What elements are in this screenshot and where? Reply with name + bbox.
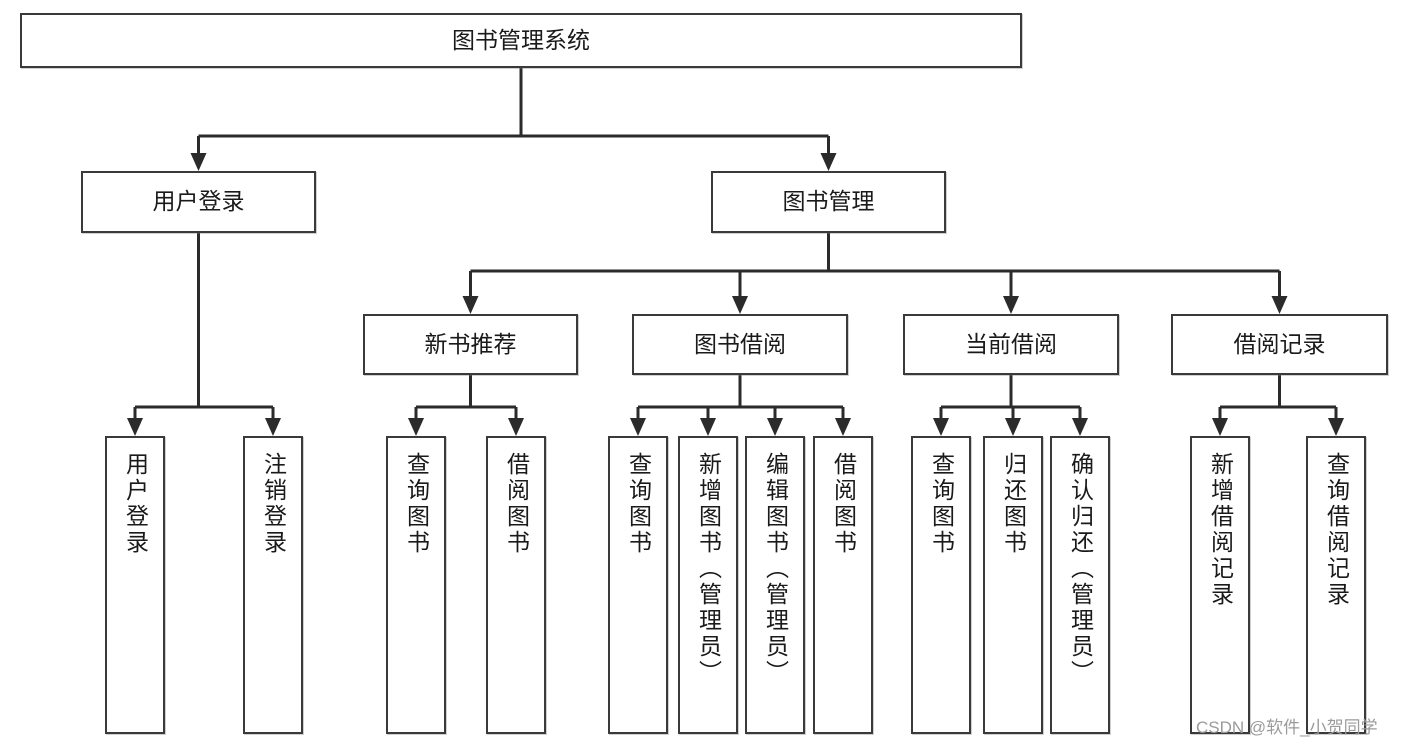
edge-0-arrow-1-head — [820, 153, 837, 171]
node-root[interactable]: 图书管理系统 — [20, 13, 1022, 68]
node-leaf-12[interactable]: 新增借阅记录 — [1190, 436, 1250, 734]
node-label: 注销登录 — [260, 452, 287, 556]
csdn-watermark: CSDN @软件_小贺同学 — [1196, 718, 1378, 737]
node-label: 用户登录 — [152, 188, 245, 215]
edge-4-arrow-0-head — [630, 418, 646, 436]
node-label: 新增图书（管理员） — [695, 452, 722, 686]
edge-2-arrow-1-head — [265, 418, 281, 436]
node-leaf-1[interactable]: 用户登录 — [105, 436, 165, 734]
node-leaf-7[interactable]: 编辑图书（管理员） — [745, 436, 805, 734]
edge-4-arrow-2-head — [767, 418, 783, 436]
edge-1-arrow-2-head — [1003, 296, 1019, 314]
node-label: 编辑图书（管理员） — [762, 452, 789, 686]
node-label: 借阅记录 — [1233, 330, 1326, 357]
edge-1-arrow-1-head — [732, 296, 748, 314]
node-records[interactable]: 借阅记录 — [1171, 314, 1388, 375]
node-label: 当前借阅 — [965, 330, 1057, 357]
node-borrow[interactable]: 图书借阅 — [632, 314, 848, 375]
edge-1-arrow-0-head — [462, 296, 479, 314]
node-bookmgmt[interactable]: 图书管理 — [711, 171, 946, 233]
node-leaf-3[interactable]: 查询图书 — [386, 436, 446, 734]
edge-5-arrow-1-head — [1005, 418, 1021, 436]
node-leaf-9[interactable]: 查询图书 — [911, 436, 971, 734]
node-label: 查询借阅记录 — [1323, 452, 1350, 608]
node-label: 新增借阅记录 — [1207, 452, 1234, 608]
edge-4-arrow-3-head — [835, 418, 851, 436]
node-label: 确认归还（管理员） — [1067, 452, 1094, 686]
edge-6-arrow-1-head — [1328, 418, 1344, 436]
edge-6-arrow-0-head — [1212, 418, 1228, 436]
node-label: 查询图书 — [625, 452, 652, 556]
node-label: 查询图书 — [403, 452, 430, 556]
node-login[interactable]: 用户登录 — [81, 171, 316, 233]
node-label: 新书推荐 — [424, 330, 517, 357]
node-leaf-4[interactable]: 借阅图书 — [486, 436, 546, 734]
node-leaf-5[interactable]: 查询图书 — [608, 436, 668, 734]
node-label: 借阅图书 — [830, 452, 857, 556]
node-leaf-11[interactable]: 确认归还（管理员） — [1050, 436, 1110, 734]
node-leaf-13[interactable]: 查询借阅记录 — [1306, 436, 1366, 734]
edge-5-arrow-2-head — [1072, 418, 1088, 436]
node-leaf-6[interactable]: 新增图书（管理员） — [678, 436, 738, 734]
node-label: 借阅图书 — [503, 452, 530, 556]
edge-0-arrow-0-head — [190, 153, 207, 171]
node-newbook[interactable]: 新书推荐 — [363, 314, 578, 375]
node-label: 图书借阅 — [694, 330, 786, 357]
node-current[interactable]: 当前借阅 — [903, 314, 1119, 375]
node-label: 图书管理 — [782, 188, 875, 215]
node-leaf-2[interactable]: 注销登录 — [243, 436, 303, 734]
node-label: 图书管理系统 — [452, 26, 590, 53]
edge-4-arrow-1-head — [700, 418, 716, 436]
node-label: 用户登录 — [122, 452, 149, 556]
edge-2-arrow-0-head — [127, 418, 143, 436]
node-label: 查询图书 — [928, 452, 955, 556]
node-leaf-10[interactable]: 归还图书 — [983, 436, 1043, 734]
edge-1-arrow-3-head — [1271, 296, 1288, 314]
node-leaf-8[interactable]: 借阅图书 — [813, 436, 873, 734]
edge-5-arrow-0-head — [933, 418, 949, 436]
edge-3-arrow-0-head — [408, 418, 424, 436]
edge-3-arrow-1-head — [508, 418, 524, 436]
node-label: 归还图书 — [1000, 452, 1027, 556]
